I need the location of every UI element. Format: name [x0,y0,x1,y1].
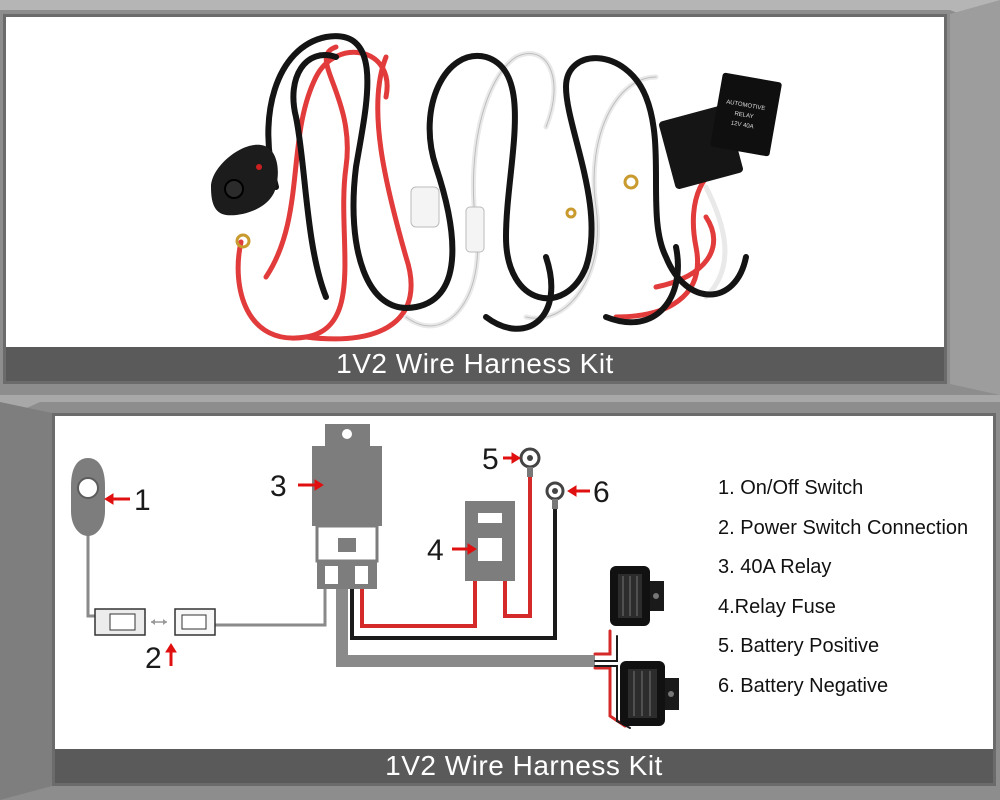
switch-photo [211,144,278,216]
callout-6: 6 [593,476,610,509]
legend-item-power-switch-connection: 2. Power Switch Connection [718,516,969,539]
relay-diagram [312,424,382,589]
wire-harness-photo: AUTOMOTIVE RELAY 12V 40A [211,33,782,342]
battery-positive-terminal-diagram [519,447,541,477]
power-switch-connector-diagram [94,608,216,636]
callout-5: 5 [482,443,499,476]
work-light-bottom [620,661,679,726]
component-legend: 1. On/Off Switch 2. Power Switch Connect… [718,476,968,713]
callout-3: 3 [270,470,287,503]
callout-2: 2 [145,642,162,675]
onoff-switch-diagram [71,458,105,536]
bottom-caption: 1V2 Wire Harness Kit [55,749,993,783]
callout-4: 4 [427,534,444,567]
relay-fuse-diagram [465,501,515,581]
callout-1: 1 [134,484,151,517]
legend-item-battery-negative: 6. Battery Negative [718,674,889,697]
relay-photo: AUTOMOTIVE RELAY 12V 40A [659,72,782,189]
legend-item-relay-fuse: 4.Relay Fuse [718,595,836,618]
relay-label-line-2: RELAY [734,111,754,120]
wiring-diagram: 1 2 3 4 5 6 [71,424,679,729]
legend-item-40a-relay: 3. 40A Relay [718,556,832,578]
product-photo-panel: AUTOMOTIVE RELAY 12V 40A 1V2 Wire Harnes… [3,14,947,384]
relay-label-line-3: 12V 40A [730,121,754,131]
legend-item-battery-positive: 5. Battery Positive [718,635,880,657]
top-caption: 1V2 Wire Harness Kit [6,347,944,381]
legend-item-onoff-switch: 1. On/Off Switch [718,477,864,499]
wiring-diagram-panel: 1 2 3 4 5 6 1. On/Off Switch 2. Power Sw… [52,413,996,786]
battery-negative-terminal-diagram [545,481,565,509]
work-light-top [610,566,664,626]
